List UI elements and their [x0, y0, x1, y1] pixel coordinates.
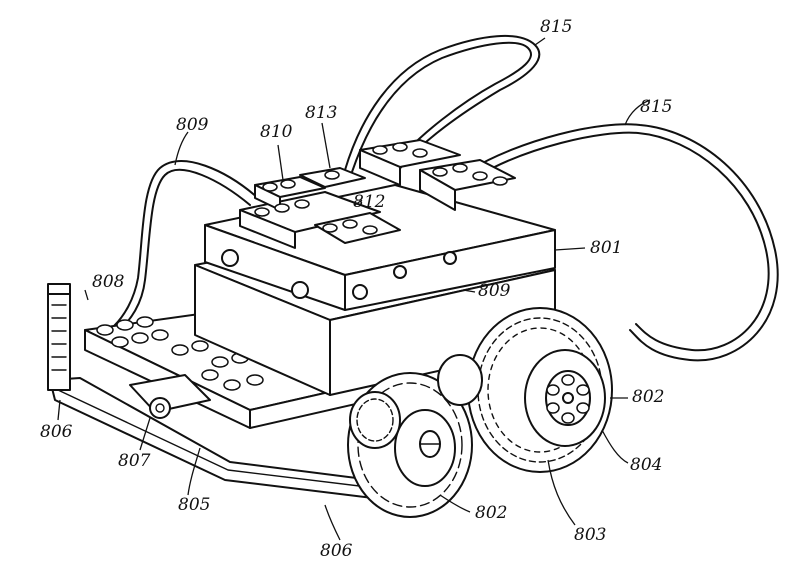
- label-802-bottom: 802: [475, 503, 507, 523]
- label-804: 804: [630, 455, 662, 475]
- rear-tire-wheel: [467, 307, 613, 473]
- label-808: 808: [92, 272, 125, 292]
- chassis-studs: [96, 316, 264, 391]
- label-815-top: 815: [540, 17, 572, 37]
- top-studs: [254, 142, 508, 235]
- label-812: 812: [353, 192, 385, 212]
- cable-815-right: [469, 123, 779, 362]
- label-815-right: 815: [640, 97, 672, 117]
- label-810: 810: [260, 122, 293, 142]
- label-809-mid: 809: [478, 281, 511, 301]
- cable-815-left: [344, 35, 541, 176]
- label-802-right: 802: [632, 387, 664, 407]
- body-801: [194, 184, 556, 396]
- label-801: 801: [590, 238, 622, 258]
- label-813: 813: [305, 103, 337, 123]
- drive-gears: [349, 354, 483, 449]
- leader-lines: [57, 37, 651, 541]
- motor-807: [129, 374, 211, 419]
- label-807: 807: [118, 451, 151, 471]
- post-808: [47, 283, 71, 391]
- label-809-top: 809: [176, 115, 209, 135]
- label-806-bottom: 806: [320, 541, 353, 561]
- label-805: 805: [178, 495, 210, 515]
- cable-809-left: [113, 160, 259, 331]
- label-806-left: 806: [40, 422, 73, 442]
- label-803: 803: [574, 525, 606, 545]
